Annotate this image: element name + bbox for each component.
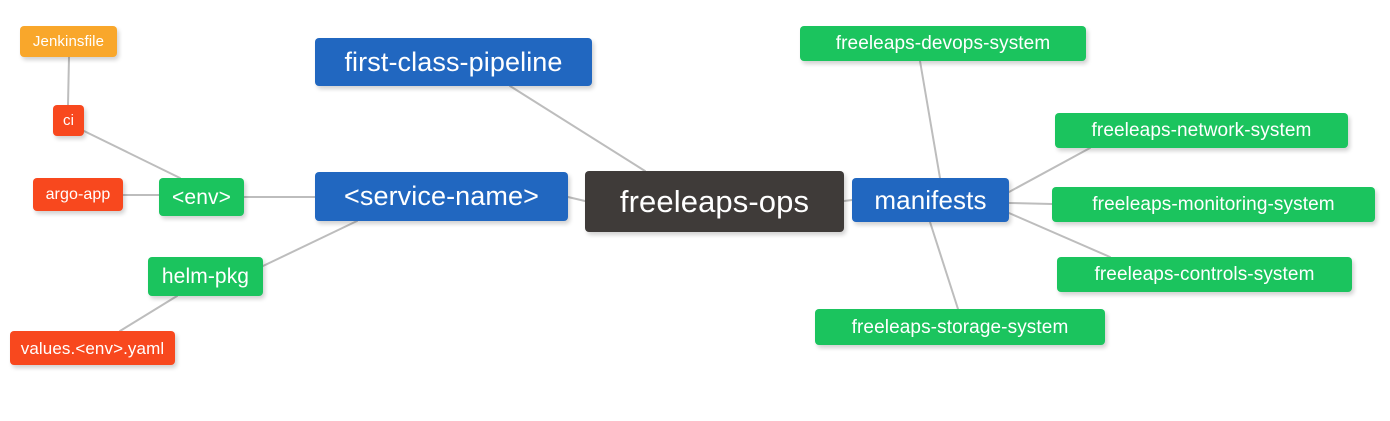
node-env[interactable]: <env>: [159, 178, 244, 216]
edge-manifests-to-monitoring: [1008, 202, 1053, 205]
node-label: freeleaps-controls-system: [1094, 264, 1315, 285]
node-label: freeleaps-ops: [619, 184, 810, 219]
edge-manifests-to-storage: [929, 221, 959, 310]
node-root[interactable]: freeleaps-ops: [585, 171, 844, 232]
node-manifests[interactable]: manifests: [852, 178, 1009, 222]
node-label: values.<env>.yaml: [20, 338, 165, 358]
edge-root-to-fcp: [509, 85, 646, 172]
node-label: helm-pkg: [161, 265, 250, 288]
edge-root-to-service-name: [567, 196, 586, 202]
node-argo-app[interactable]: argo-app: [33, 178, 123, 211]
edge-manifests-to-network: [1008, 147, 1091, 193]
edge-env-to-ci: [83, 130, 181, 179]
node-devops[interactable]: freeleaps-devops-system: [800, 26, 1086, 61]
node-monitoring[interactable]: freeleaps-monitoring-system: [1052, 187, 1375, 222]
node-label: <env>: [172, 185, 231, 209]
node-label: Jenkinsfile: [32, 33, 105, 50]
node-label: freeleaps-devops-system: [835, 33, 1051, 54]
node-label: freeleaps-network-system: [1091, 120, 1312, 141]
node-label: freeleaps-storage-system: [851, 316, 1069, 338]
node-values-yaml[interactable]: values.<env>.yaml: [10, 331, 175, 365]
node-jenkinsfile[interactable]: Jenkinsfile: [20, 26, 117, 57]
edge-service-name-to-helm-pkg: [262, 220, 358, 267]
node-label: argo-app: [45, 185, 111, 203]
node-fcp[interactable]: first-class-pipeline: [315, 38, 592, 86]
node-network[interactable]: freeleaps-network-system: [1055, 113, 1348, 148]
node-helm-pkg[interactable]: helm-pkg: [148, 257, 263, 296]
node-label: freeleaps-monitoring-system: [1092, 194, 1335, 215]
node-label: ci: [62, 112, 75, 129]
node-label: manifests: [874, 185, 987, 215]
edge-root-to-manifests: [843, 199, 853, 202]
node-service-name[interactable]: <service-name>: [315, 172, 568, 221]
edge-manifests-to-devops: [919, 60, 941, 179]
node-label: first-class-pipeline: [344, 46, 563, 77]
node-ci[interactable]: ci: [53, 105, 84, 136]
node-controls[interactable]: freeleaps-controls-system: [1057, 257, 1352, 292]
node-storage[interactable]: freeleaps-storage-system: [815, 309, 1105, 345]
edge-helm-pkg-to-values-yaml: [119, 295, 178, 332]
edge-ci-to-jenkinsfile: [67, 56, 70, 106]
node-label: <service-name>: [344, 181, 539, 211]
